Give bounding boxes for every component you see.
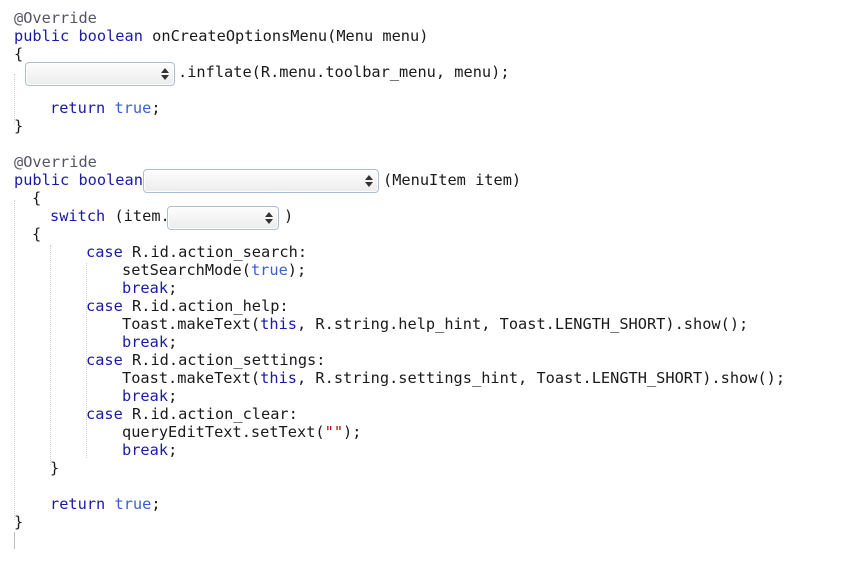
code-line-switch: switch (item. — [50, 207, 170, 225]
code-line-brace: { — [14, 45, 24, 63]
code-line-brace: { — [32, 225, 42, 243]
code-text: Toast.makeText( — [122, 315, 261, 333]
keyword: switch — [50, 207, 106, 225]
inflater-dropdown[interactable] — [25, 62, 175, 86]
item-dropdown[interactable] — [167, 206, 279, 230]
code-text: , R.string.help_hint, Toast.LENGTH_SHORT… — [297, 315, 749, 333]
code-line-statement: Toast.makeText(this, R.string.help_hint,… — [122, 315, 748, 333]
keyword: public boolean — [14, 27, 143, 45]
code-line-paren: ) — [284, 207, 294, 225]
code-text: R.id.action_settings: — [122, 351, 326, 369]
code-line-params: (MenuItem item) — [383, 171, 522, 189]
code-text: onCreateOptionsMenu(Menu menu) — [142, 27, 429, 45]
indent-guide — [14, 74, 15, 124]
code-text: queryEditText.setText( — [122, 423, 325, 441]
literal: true — [250, 261, 288, 279]
code-line-inflate: .inflate(R.menu.toolbar_menu, menu); — [178, 63, 510, 81]
code-text: ; — [151, 495, 161, 513]
keyword: case — [86, 405, 123, 423]
chevron-updown-icon — [161, 66, 169, 82]
code-line-method-signature: public boolean — [14, 171, 143, 189]
code-line-annotation: @Override — [14, 153, 97, 171]
code-line-brace: } — [14, 117, 24, 135]
code-line-break: break; — [122, 441, 177, 459]
code-line-case: case R.id.action_settings: — [86, 351, 325, 369]
code-text: ; — [151, 99, 161, 117]
code-text: R.id.action_help: — [122, 297, 289, 315]
indent-guide — [14, 200, 15, 520]
code-line-break: break; — [122, 333, 177, 351]
code-line-case: case R.id.action_help: — [86, 297, 289, 315]
chevron-updown-icon — [365, 173, 373, 189]
code-line-method-signature: public boolean onCreateOptionsMenu(Menu … — [14, 27, 428, 45]
code-text: , R.string.settings_hint, Toast.LENGTH_S… — [297, 369, 786, 387]
code-line-return: return true; — [50, 495, 161, 513]
keyword: case — [86, 351, 123, 369]
keyword: public boolean — [14, 171, 143, 189]
code-line-brace: } — [14, 513, 24, 531]
code-text: ); — [343, 423, 362, 441]
code-text: ; — [168, 333, 178, 351]
code-text: ; — [168, 279, 178, 297]
keyword: break — [122, 441, 169, 459]
chevron-updown-icon — [265, 210, 273, 226]
code-line-statement: Toast.makeText(this, R.string.settings_h… — [122, 369, 785, 387]
code-line-brace: } — [50, 459, 60, 477]
keyword: break — [122, 387, 169, 405]
keyword: this — [260, 369, 297, 387]
string-literal: "" — [324, 423, 344, 441]
code-text: R.id.action_clear: — [122, 405, 298, 423]
code-text: ; — [168, 387, 178, 405]
code-line-statement: setSearchMode(true); — [122, 261, 306, 279]
code-line-case: case R.id.action_clear: — [86, 405, 298, 423]
code-line-case: case R.id.action_search: — [86, 243, 307, 261]
literal: true — [114, 495, 152, 513]
code-line-brace: { — [32, 189, 42, 207]
keyword: case — [86, 297, 123, 315]
keyword: case — [86, 243, 123, 261]
code-text: (item. — [105, 207, 170, 225]
keyword: return — [50, 495, 106, 513]
indent-guide — [50, 245, 51, 465]
code-line-break: break; — [122, 387, 177, 405]
text-cursor — [14, 532, 15, 549]
code-text: ); — [287, 261, 307, 279]
literal: true — [114, 99, 152, 117]
keyword: return — [50, 99, 106, 117]
keyword: break — [122, 279, 169, 297]
code-text: R.id.action_search: — [122, 243, 308, 261]
indent-guide — [86, 263, 87, 458]
code-line-annotation: @Override — [14, 9, 97, 27]
code-line-statement: queryEditText.setText(""); — [122, 423, 361, 441]
code-text: setSearchMode( — [122, 261, 251, 279]
code-line-return: return true; — [50, 99, 161, 117]
code-text: ; — [168, 441, 178, 459]
keyword: break — [122, 333, 169, 351]
keyword: this — [260, 315, 297, 333]
code-text: Toast.makeText( — [122, 369, 261, 387]
code-line-break: break; — [122, 279, 177, 297]
method-dropdown[interactable] — [143, 169, 379, 193]
